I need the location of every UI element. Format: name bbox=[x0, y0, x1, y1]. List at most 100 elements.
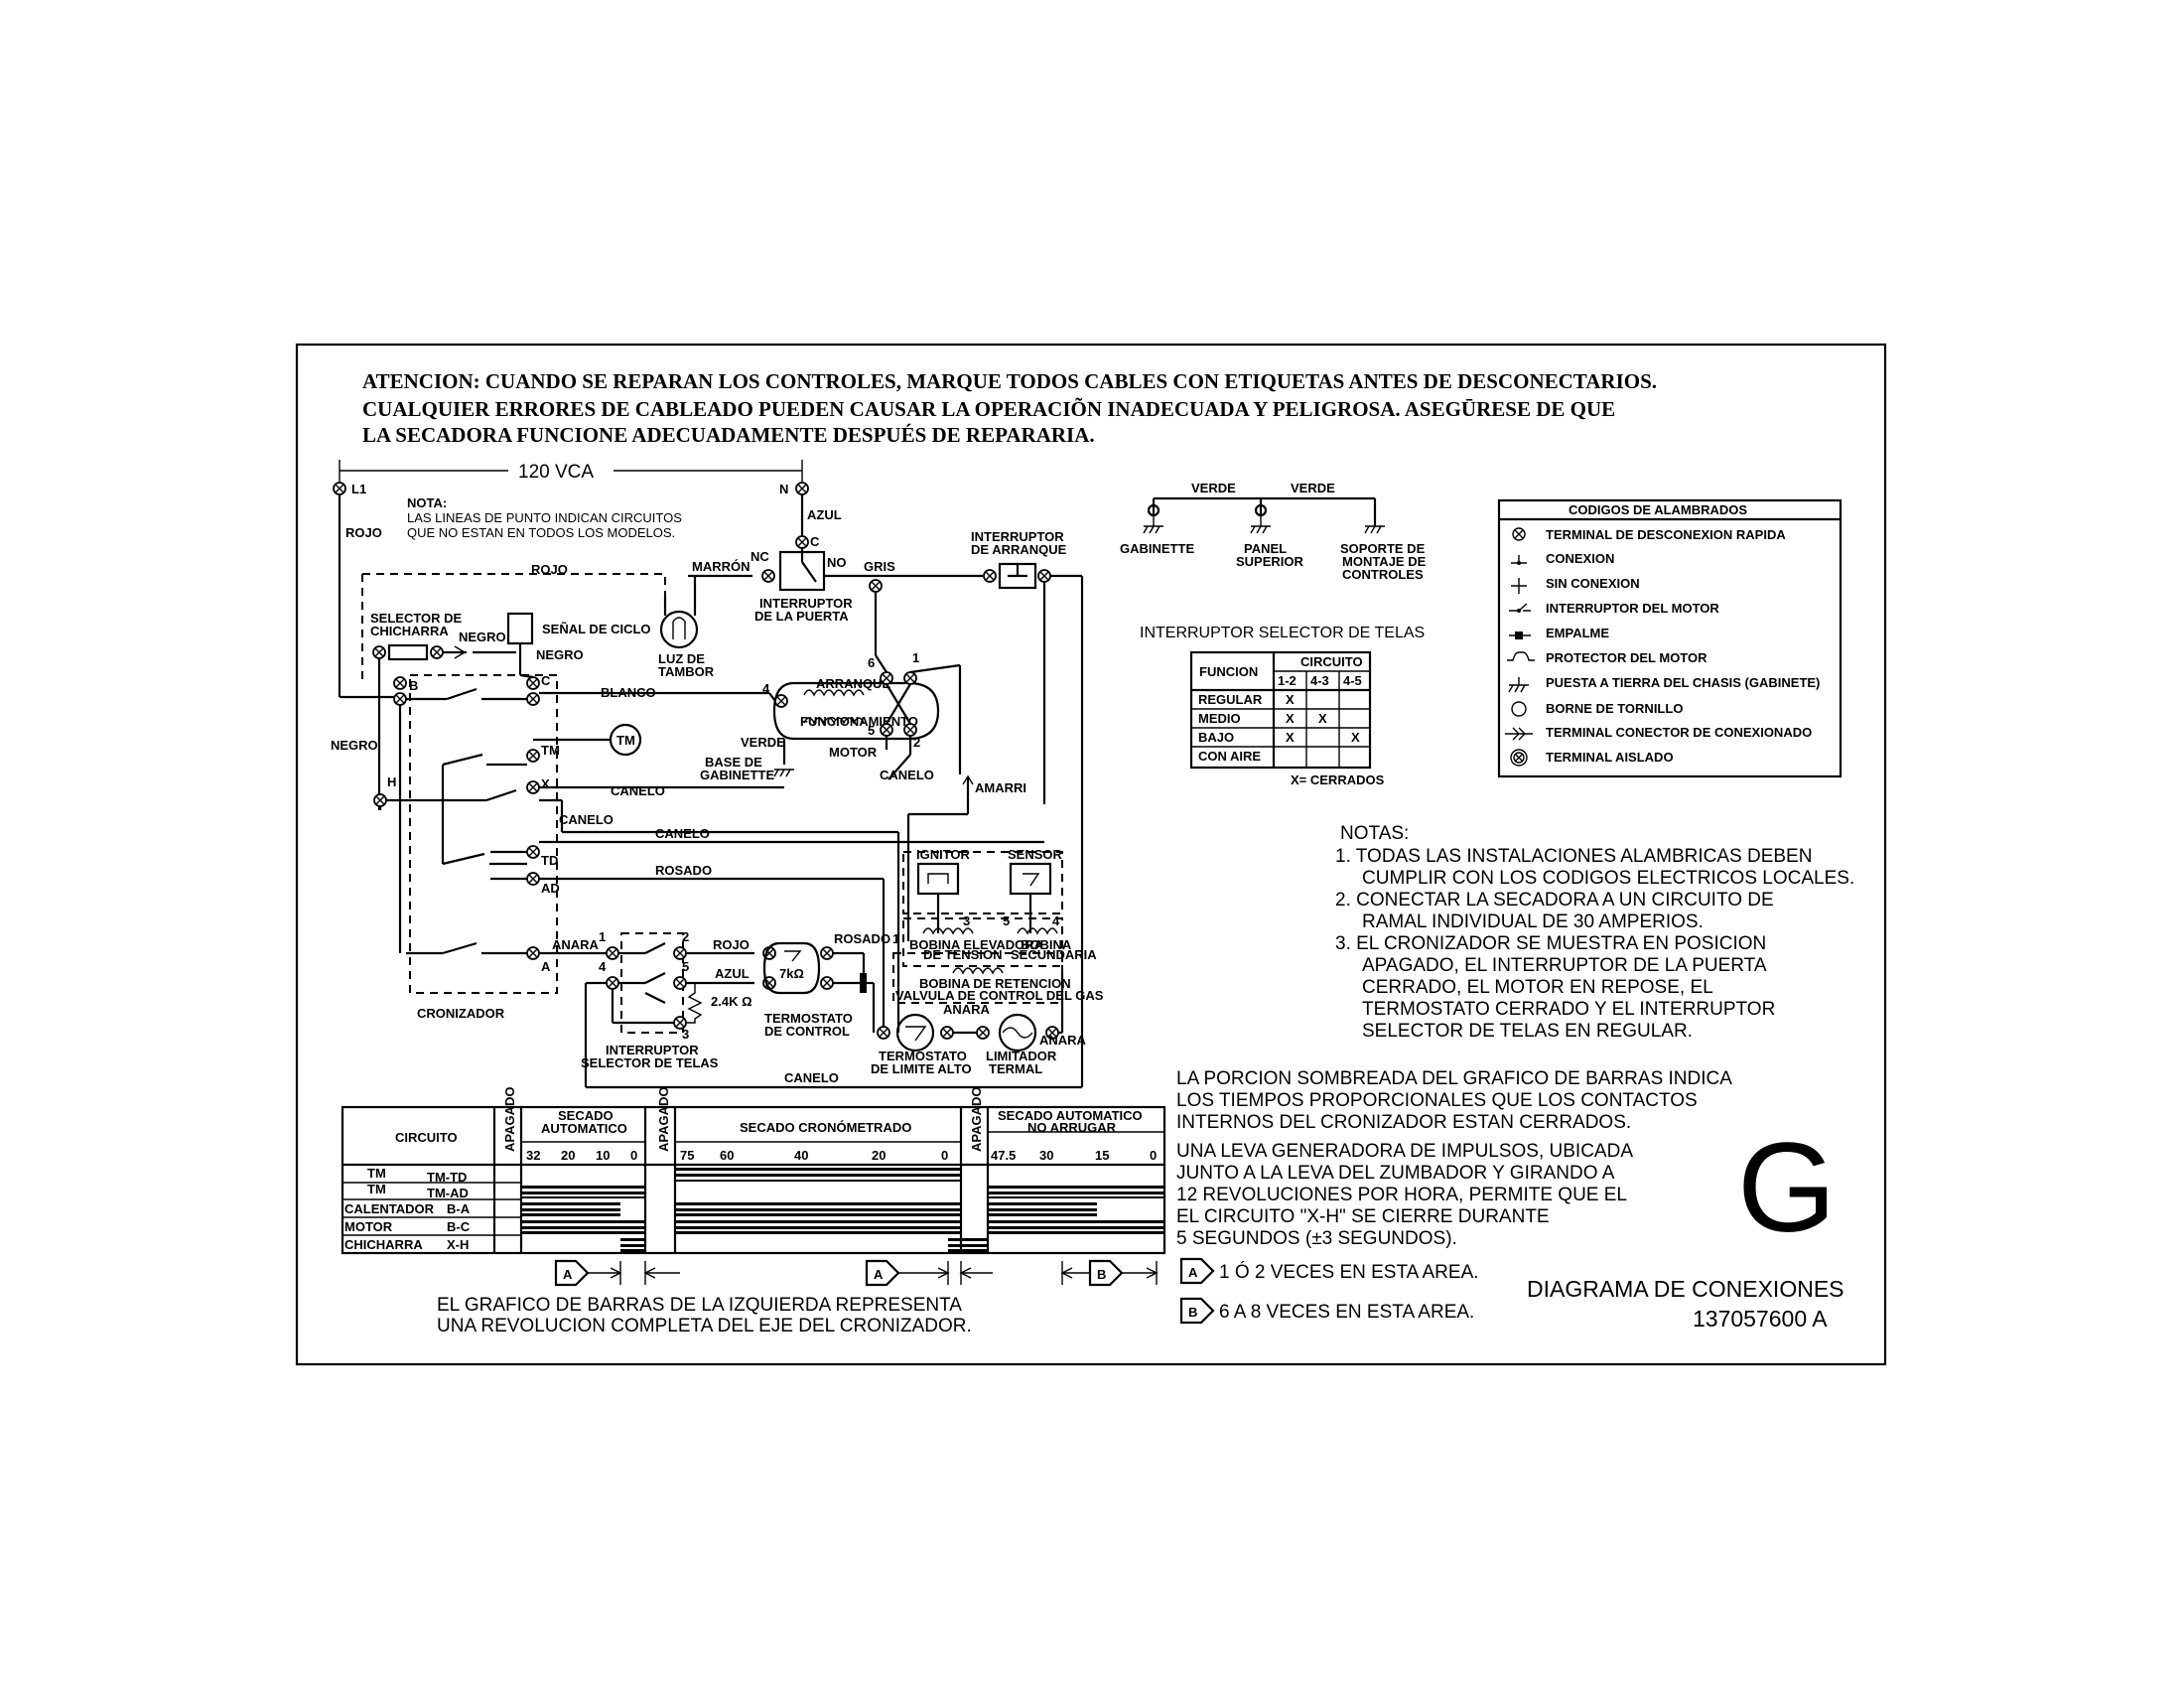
svg-text:UNA LEVA GENERADORA DE IMPULSO: UNA LEVA GENERADORA DE IMPULSOS, UBICADA bbox=[1176, 1141, 1633, 1162]
svg-text:C: C bbox=[810, 534, 820, 549]
model-letter: G bbox=[1737, 1117, 1837, 1259]
svg-text:IGNITOR: IGNITOR bbox=[916, 847, 971, 862]
svg-text:APAGADO, EL INTERRUPTOR DE LA: APAGADO, EL INTERRUPTOR DE LA PUERTA bbox=[1362, 955, 1767, 976]
svg-text:TERMOSTATO CERRADO Y EL INTERR: TERMOSTATO CERRADO Y EL INTERRUPTOR bbox=[1362, 999, 1775, 1020]
svg-text:5: 5 bbox=[682, 959, 689, 974]
svg-text:AUTOMATICO: AUTOMATICO bbox=[541, 1121, 627, 1136]
svg-text:VERDE: VERDE bbox=[1191, 481, 1236, 495]
svg-text:SELECTOR DE TELAS EN REGULAR.: SELECTOR DE TELAS EN REGULAR. bbox=[1362, 1021, 1693, 1042]
svg-text:DE TENSION: DE TENSION bbox=[923, 947, 1002, 962]
notes-block: NOTAS: 1. TODAS LAS INSTALACIONES ALAMBR… bbox=[1335, 823, 1854, 1042]
svg-text:LA PORCION SOMBREADA DEL GRAFI: LA PORCION SOMBREADA DEL GRAFICO DE BARR… bbox=[1176, 1068, 1732, 1089]
svg-text:PANEL: PANEL bbox=[1244, 541, 1287, 556]
svg-text:INTERRUPTOR: INTERRUPTOR bbox=[606, 1043, 699, 1057]
svg-text:INTERRUPTOR: INTERRUPTOR bbox=[971, 529, 1064, 544]
svg-text:6: 6 bbox=[868, 655, 875, 670]
svg-text:X: X bbox=[1318, 711, 1327, 726]
svg-text:5 SEGUNDOS (±3 SEGUNDOS).: 5 SEGUNDOS (±3 SEGUNDOS). bbox=[1176, 1228, 1457, 1249]
voltage-label: 120 VCA bbox=[518, 462, 594, 483]
svg-text:BOBINA ELEVADORA: BOBINA ELEVADORA bbox=[909, 937, 1044, 952]
svg-text:ANARA: ANARA bbox=[943, 1002, 991, 1017]
svg-text:ROSADO: ROSADO bbox=[655, 863, 712, 878]
svg-text:QUE NO ESTAN EN TODOS LOS MODE: QUE NO ESTAN EN TODOS LOS MODELOS. bbox=[407, 525, 675, 540]
cabinet-base-ground-icon bbox=[773, 769, 794, 777]
svg-text:REGULAR: REGULAR bbox=[1198, 692, 1263, 707]
svg-text:NEGRO: NEGRO bbox=[331, 738, 378, 753]
svg-text:3. EL CRONIZADOR SE MUESTRA EN: 3. EL CRONIZADOR SE MUESTRA EN POSICION bbox=[1335, 933, 1766, 954]
svg-text:PUESTA A TIERRA DEL CHASIS (GA: PUESTA A TIERRA DEL CHASIS (GABINETE) bbox=[1546, 675, 1820, 690]
svg-text:NO ARRUGAR: NO ARRUGAR bbox=[1027, 1120, 1117, 1135]
quick-disconnect-icon bbox=[1512, 527, 1526, 541]
svg-text:TM: TM bbox=[616, 733, 635, 748]
svg-text:SECADO: SECADO bbox=[558, 1108, 614, 1123]
svg-text:MEDIO: MEDIO bbox=[1198, 711, 1241, 726]
svg-text:SEÑAL DE CICLO: SEÑAL DE CICLO bbox=[542, 622, 651, 636]
marker-b-icon bbox=[1179, 1297, 1215, 1325]
bar-row-motor bbox=[521, 1220, 1164, 1234]
motor-protector-icon bbox=[1507, 651, 1535, 661]
svg-text:4-3: 4-3 bbox=[1310, 673, 1329, 688]
svg-text:AD: AD bbox=[541, 881, 560, 896]
svg-text:EMPALME: EMPALME bbox=[1546, 626, 1609, 640]
svg-text:CUMPLIR CON LOS CODIGOS ELECTR: CUMPLIR CON LOS CODIGOS ELECTRICOS LOCAL… bbox=[1362, 868, 1854, 889]
svg-text:APAGADO: APAGADO bbox=[656, 1087, 671, 1152]
svg-text:0: 0 bbox=[630, 1148, 637, 1163]
svg-text:TERMOSTATO: TERMOSTATO bbox=[879, 1049, 967, 1063]
svg-text:SUPERIOR: SUPERIOR bbox=[1236, 554, 1304, 569]
svg-text:DE LIMITE ALTO: DE LIMITE ALTO bbox=[871, 1061, 972, 1076]
warning-line-2: CUALQUIER ERRORES DE CABLEADO PUEDEN CAU… bbox=[362, 397, 1615, 421]
svg-text:RAMAL INDIVIDUAL DE 30 AMPERIO: RAMAL INDIVIDUAL DE 30 AMPERIOS. bbox=[1362, 912, 1704, 932]
svg-text:ROJO: ROJO bbox=[345, 525, 382, 540]
svg-text:0: 0 bbox=[941, 1148, 948, 1163]
svg-text:CON AIRE: CON AIRE bbox=[1198, 749, 1261, 764]
svg-text:TERMAL: TERMAL bbox=[989, 1061, 1042, 1076]
svg-text:LUZ DE: LUZ DE bbox=[658, 651, 705, 666]
svg-text:ARRANQUE: ARRANQUE bbox=[816, 676, 890, 691]
chassis-ground-icon bbox=[1508, 677, 1529, 693]
svg-text:MOTOR: MOTOR bbox=[829, 745, 878, 760]
svg-text:10: 10 bbox=[596, 1148, 610, 1163]
svg-text:5: 5 bbox=[1003, 913, 1010, 928]
svg-text:1 Ó 2 VECES EN ESTA AREA.: 1 Ó 2 VECES EN ESTA AREA. bbox=[1219, 1261, 1479, 1283]
timer-box bbox=[409, 674, 558, 994]
svg-text:CERRADO, EL MOTOR EN REPOSE, E: CERRADO, EL MOTOR EN REPOSE, EL bbox=[1362, 977, 1713, 998]
high-limit-thermostat: TERMOSTATO DE LIMITE ALTO bbox=[871, 1013, 978, 1076]
svg-text:7kΩ: 7kΩ bbox=[779, 966, 804, 981]
bar-row-chicharra bbox=[620, 1238, 988, 1252]
svg-text:MOTOR: MOTOR bbox=[344, 1219, 393, 1234]
svg-text:LOS TIEMPOS PROPORCIONALES QUE: LOS TIEMPOS PROPORCIONALES QUE LOS CONTA… bbox=[1176, 1090, 1698, 1111]
svg-text:LAS LINEAS DE PUNTO INDICAN CI: LAS LINEAS DE PUNTO INDICAN CIRCUITOS bbox=[407, 510, 682, 525]
svg-text:ROJO: ROJO bbox=[531, 562, 568, 577]
harness-connector-icon bbox=[1505, 727, 1533, 741]
svg-text:MARRÓN: MARRÓN bbox=[692, 559, 751, 574]
svg-text:SIN CONEXION: SIN CONEXION bbox=[1546, 576, 1640, 591]
svg-text:NEGRO: NEGRO bbox=[459, 630, 506, 644]
svg-text:BASE DE: BASE DE bbox=[705, 755, 762, 770]
svg-text:6 A 8 VECES EN ESTA AREA.: 6 A 8 VECES EN ESTA AREA. bbox=[1219, 1302, 1474, 1323]
svg-text:CONEXION: CONEXION bbox=[1546, 551, 1614, 566]
svg-text:AZUL: AZUL bbox=[715, 966, 750, 981]
gas-valve-assembly: IGNITOR SENSOR 3 5 4 1 BOBINA ELEVADORA … bbox=[892, 847, 1104, 1033]
svg-text:A: A bbox=[541, 959, 551, 974]
svg-text:EL GRAFICO DE BARRAS DE LA IZQ: EL GRAFICO DE BARRAS DE LA IZQUIERDA REP… bbox=[437, 1295, 962, 1316]
thermal-limiter: ANARA LIMITADOR TERMAL bbox=[976, 1013, 1087, 1076]
svg-text:ANARA: ANARA bbox=[552, 937, 600, 952]
svg-text:CONTROLES: CONTROLES bbox=[1342, 567, 1424, 582]
svg-text:SOPORTE DE: SOPORTE DE bbox=[1340, 541, 1426, 556]
drum-light: LUZ DE TAMBOR bbox=[658, 576, 715, 679]
svg-text:A: A bbox=[874, 1267, 884, 1282]
svg-text:B: B bbox=[1097, 1267, 1106, 1282]
svg-text:BOBINA: BOBINA bbox=[1021, 937, 1072, 952]
svg-text:FUNCION: FUNCION bbox=[1199, 664, 1258, 679]
svg-text:L1: L1 bbox=[351, 482, 366, 496]
svg-text:40: 40 bbox=[794, 1148, 808, 1163]
svg-text:3: 3 bbox=[682, 1027, 689, 1042]
svg-text:BLANCO: BLANCO bbox=[601, 685, 656, 700]
svg-text:INTERRUPTOR DEL MOTOR: INTERRUPTOR DEL MOTOR bbox=[1546, 601, 1719, 616]
svg-text:TM-AD: TM-AD bbox=[427, 1186, 469, 1200]
diagram-number: 137057600 A bbox=[1693, 1306, 1828, 1332]
door-switch: NC NO INTERRUPTOR DE LA PUERTA bbox=[751, 548, 983, 624]
svg-text:B: B bbox=[1188, 1305, 1197, 1320]
svg-text:NEGRO: NEGRO bbox=[536, 647, 584, 662]
